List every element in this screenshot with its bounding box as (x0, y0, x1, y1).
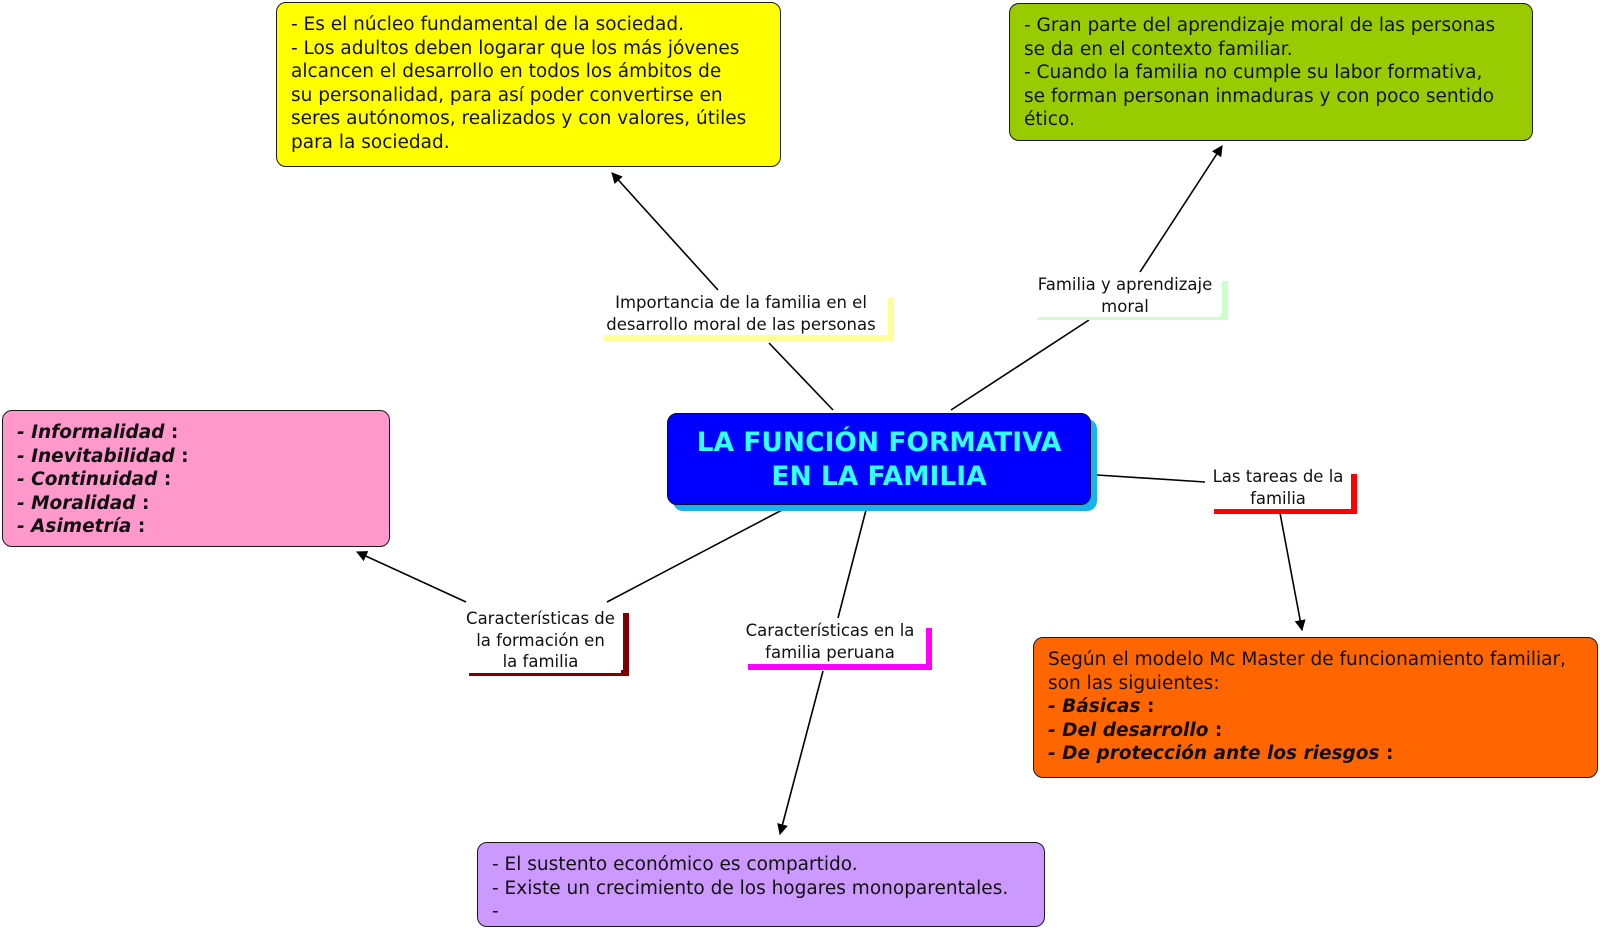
box-line: alcancen el desarrollo en todos los ámbi… (291, 61, 722, 82)
connector-formacion-in (606, 509, 783, 603)
link-accent-bracket (1214, 474, 1357, 514)
box-line: seres autónomos, realizados y con valore… (291, 108, 747, 129)
box-line: - (492, 901, 499, 922)
box-line: - Los adultos deben logarar que los más … (291, 37, 740, 59)
connector-formacion-out (356, 551, 467, 603)
caracteristicas-peruana-box: - El sustento económico es compartido. -… (477, 842, 1045, 927)
caracteristicas-formacion-box: - Informalidad : - Inevitabilidad : - Co… (2, 410, 390, 547)
connector-importancia-in (768, 342, 834, 411)
box-line: se forman personan inmaduras y con poco … (1024, 85, 1495, 107)
central-title-line: LA FUNCIÓN FORMATIVA (696, 427, 1062, 458)
box-line: - El sustento económico es compartido. (492, 854, 858, 875)
box-line: se da en el contexto familiar. (1024, 38, 1293, 60)
link-label-line: la familia (502, 652, 579, 671)
list-item: - Básicas : (1048, 696, 1155, 717)
box-line: son las siguientes: (1048, 672, 1220, 694)
link-accent-bracket (748, 628, 932, 670)
connector-peruana-out (777, 670, 824, 836)
box-line: ético. (1024, 109, 1075, 130)
link-label-line: Familia y aprendizaje (1037, 275, 1213, 294)
link-label-importancia: Importancia de la familia en el desarrol… (596, 292, 886, 335)
central-title-line: EN LA FAMILIA (771, 461, 987, 492)
connector-tareas-in (1096, 474, 1206, 483)
link-accent-bracket (604, 298, 894, 341)
link-label-line: moral (1101, 296, 1149, 316)
list-item: - Informalidad : (17, 422, 179, 443)
importancia-details-box: - Es el núcleo fundamental de la socieda… (276, 2, 781, 167)
box-line: - Cuando la familia no cumple su labor f… (1024, 62, 1483, 83)
link-label-line: Características de (466, 609, 615, 628)
box-line: - Es el núcleo fundamental de la socieda… (291, 14, 685, 35)
list-item: - Continuidad : (17, 469, 172, 490)
tareas-details-box: Según el modelo Mc Master de funcionamie… (1033, 637, 1598, 778)
list-item: - Asimetría : (17, 516, 146, 537)
list-item: - Del desarrollo : (1048, 719, 1223, 741)
link-label-line: Importancia de la familia en el (615, 293, 867, 312)
connector-importancia-out (611, 172, 719, 291)
box-line: su personalidad, para así poder converti… (291, 84, 723, 106)
link-label-line: familia peruana (765, 642, 895, 662)
connector-peruana-in (837, 509, 867, 619)
aprendizaje-details-box: - Gran parte del aprendizaje moral de la… (1009, 3, 1533, 141)
link-accent-bracket (1037, 281, 1228, 320)
link-label-caracteristicas-formacion: Características de la formación en la fa… (460, 608, 621, 673)
link-label-tareas: Las tareas de la familia (1205, 466, 1351, 509)
list-item: - Moralidad : (17, 492, 150, 514)
link-label-line: desarrollo moral de las personas (606, 314, 876, 334)
link-label-caracteristicas-peruana: Características en la familia peruana (737, 620, 923, 663)
box-line: Según el modelo Mc Master de funcionamie… (1048, 649, 1566, 670)
connector-tareas-out (1279, 512, 1306, 632)
link-label-line: Las tareas de la (1212, 467, 1344, 486)
link-label-line: Características en la (745, 621, 915, 640)
box-line: para la sociedad. (291, 131, 450, 153)
link-label-aprendizaje: Familia y aprendizaje moral (1030, 274, 1220, 317)
box-line: - Gran parte del aprendizaje moral de la… (1024, 15, 1496, 36)
connector-aprendizaje-out (1139, 145, 1223, 273)
central-concept: LA FUNCIÓN FORMATIVA EN LA FAMILIA (667, 413, 1091, 505)
link-label-line: familia (1250, 488, 1306, 508)
box-line: - Existe un crecimiento de los hogares m… (492, 877, 1009, 899)
list-item: - Inevitabilidad : (17, 445, 189, 467)
list-item: - De protección ante los riesgos : (1048, 743, 1394, 764)
connector-aprendizaje-in (950, 319, 1090, 411)
link-label-line: la formación en (476, 630, 605, 650)
link-accent-bracket (469, 613, 629, 676)
